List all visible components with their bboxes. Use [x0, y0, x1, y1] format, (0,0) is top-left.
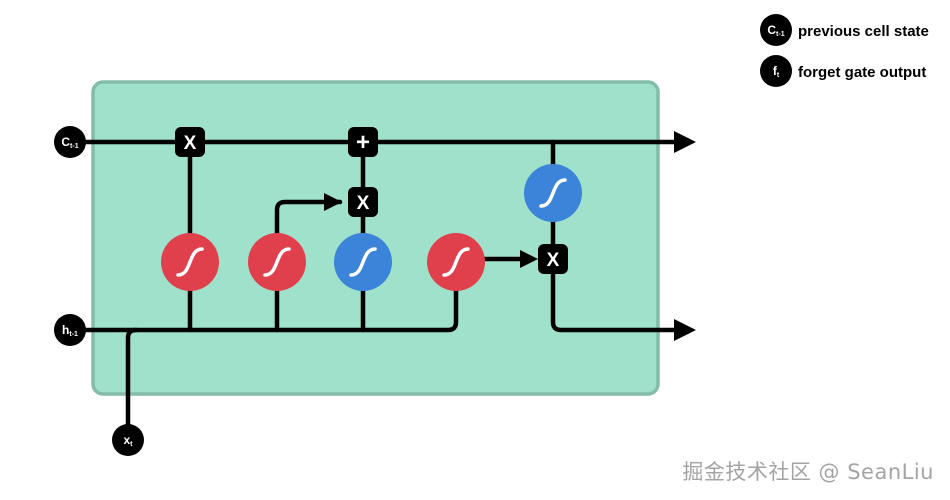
legend-item-forget-gate: ft forget gate output	[760, 55, 926, 87]
sigmoid-curve-icon	[263, 247, 291, 277]
sigmoid-curve-icon	[176, 247, 204, 277]
input-multiply-op: X	[348, 187, 378, 217]
watermark: 掘金技术社区 @ SeanLiu	[682, 460, 934, 484]
x-input-line	[125, 327, 139, 441]
svg-text:ht-1: ht-1	[62, 323, 78, 338]
legend: Ct-1 previous cell state ft forget gate …	[760, 14, 929, 87]
candidate-tanh	[334, 233, 392, 291]
svg-text:X: X	[184, 133, 197, 154]
cell-add-op: +	[348, 127, 378, 157]
output-gate-sigmoid	[427, 233, 485, 291]
svg-text:ft: ft	[773, 64, 780, 79]
cell-prev-input-node: Ct-1	[54, 126, 86, 158]
cell-state-arrowhead	[674, 131, 696, 153]
legend-item-cell-state: Ct-1 previous cell state	[760, 14, 929, 46]
forget-gate-sigmoid	[161, 233, 219, 291]
cell-output-tanh	[524, 164, 582, 222]
sigmoid-curve-icon	[442, 247, 470, 277]
x-input-node: xt	[112, 424, 144, 456]
svg-text:+: +	[356, 129, 370, 156]
input-gate-sigmoid	[248, 233, 306, 291]
forget-multiply-op: X	[175, 127, 205, 157]
output-multiply-op: X	[538, 244, 568, 274]
tanh-curve-icon	[539, 178, 567, 208]
legend-label: forget gate output	[798, 64, 926, 81]
hidden-prev-input-node: ht-1	[54, 314, 86, 346]
svg-text:Ct-1: Ct-1	[767, 23, 784, 38]
legend-label: previous cell state	[798, 23, 929, 40]
svg-text:Ct-1: Ct-1	[61, 135, 78, 150]
svg-text:X: X	[547, 250, 560, 271]
svg-text:xt: xt	[123, 433, 133, 448]
input-gate-arrowhead	[324, 193, 342, 211]
hidden-input-line	[67, 261, 459, 333]
tanh-curve-icon	[349, 247, 377, 277]
hidden-output-line	[550, 256, 679, 333]
input-gate-line	[274, 199, 343, 333]
output-gate-arrowhead	[520, 250, 538, 268]
hidden-output-arrowhead	[674, 319, 696, 341]
svg-text:X: X	[357, 193, 370, 214]
